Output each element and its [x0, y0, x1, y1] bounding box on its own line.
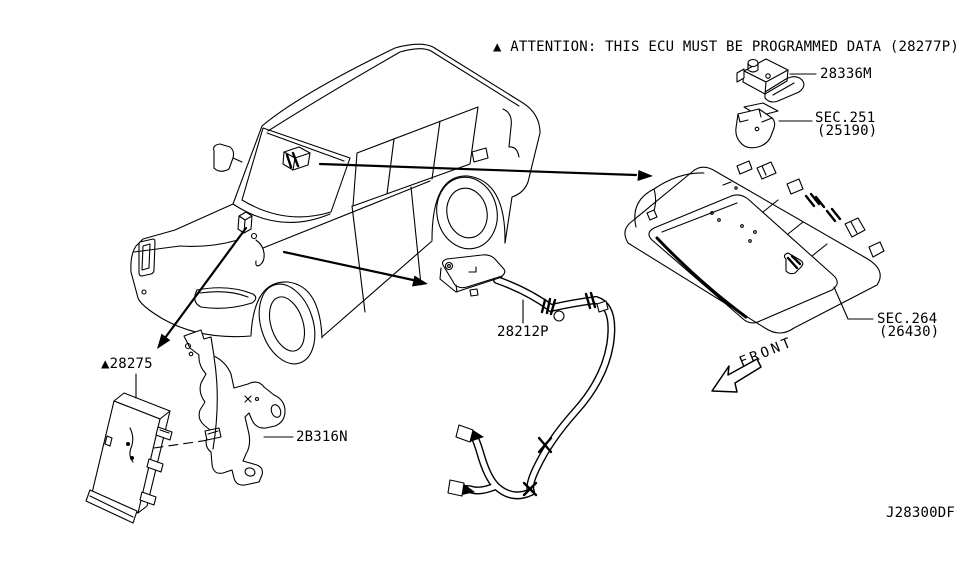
label-sec264: SEC.264 [877, 311, 938, 327]
front-arrow-icon [711, 358, 762, 393]
label-part-28336m: 28336M [820, 66, 872, 82]
bracket-28336m-illustration [736, 58, 805, 103]
attention-note: ▲ ATTENTION: THIS ECU MUST BE PROGRAMMED… [493, 39, 959, 55]
antenna-harness-28212p-illustration [439, 254, 616, 500]
overhead-console-illustration [624, 160, 885, 334]
bracket-2b316n-illustration [183, 329, 286, 486]
label-sec264-code: (26430) [879, 324, 940, 340]
label-sec251: SEC.251 [815, 110, 876, 126]
drawing-number: J28300DF [886, 505, 956, 521]
hood-unit-marker [237, 211, 253, 234]
label-part-28275: ▲28275 [101, 356, 153, 372]
location-arrows [157, 162, 653, 349]
ecu-28275-illustration [85, 392, 210, 524]
roof-unit-marker [282, 146, 311, 171]
clip-sec251-illustration [735, 102, 779, 149]
label-part-2b316n: 2B316N [296, 429, 348, 445]
vehicle-illustration [130, 43, 541, 365]
label-part-28212p: 28212P [497, 324, 549, 340]
label-sec251-code: (25190) [817, 123, 878, 139]
leader-lines [135, 73, 874, 438]
